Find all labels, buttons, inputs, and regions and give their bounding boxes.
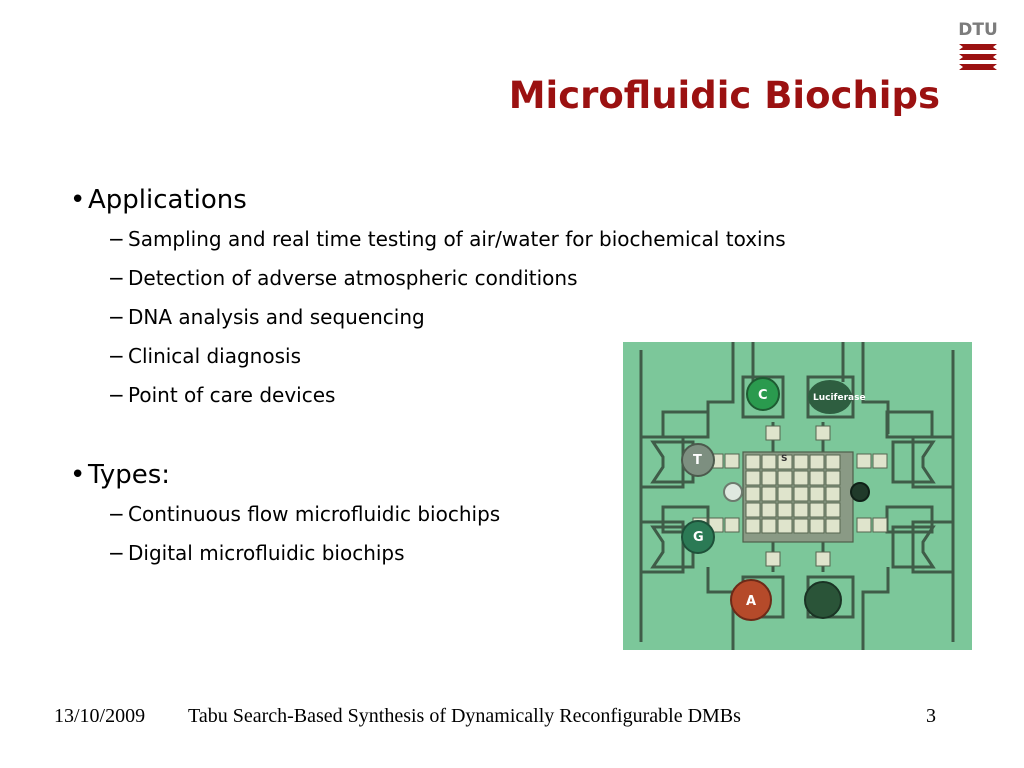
bullet-types: • Types: bbox=[70, 457, 910, 493]
dash-glyph: − bbox=[108, 541, 125, 565]
sub-bullet-text: Sampling and real time testing of air/wa… bbox=[128, 227, 786, 251]
page-number: 3 bbox=[926, 705, 936, 727]
sub-bullet: − Sampling and real time testing of air/… bbox=[108, 224, 910, 254]
slide-title: Microfluidic Biochips bbox=[508, 74, 940, 117]
sub-bullet-text: Clinical diagnosis bbox=[128, 344, 301, 368]
sub-bullet: − Point of care devices bbox=[108, 380, 910, 410]
sub-bullet-text: Detection of adverse atmospheric conditi… bbox=[128, 266, 578, 290]
bullet-label: Applications bbox=[88, 185, 247, 215]
bullet-glyph: • bbox=[70, 460, 86, 490]
chip-label-a: A bbox=[746, 594, 756, 609]
sub-bullet: − Detection of adverse atmospheric condi… bbox=[108, 263, 910, 293]
sub-bullet-text: DNA analysis and sequencing bbox=[128, 305, 425, 329]
chip-label-g: G bbox=[693, 530, 704, 545]
sub-bullet-text: Digital microfluidic biochips bbox=[128, 541, 405, 565]
chip-label-s: S bbox=[781, 454, 787, 464]
logo-waves-icon bbox=[959, 44, 997, 70]
bullet-glyph: • bbox=[70, 185, 86, 215]
chip-label-c: C bbox=[758, 388, 768, 403]
sub-bullet: − Clinical diagnosis bbox=[108, 341, 910, 371]
dash-glyph: − bbox=[108, 383, 125, 407]
chip-label-luciferase: Luciferase bbox=[813, 393, 866, 403]
logo-text: DTU bbox=[958, 20, 998, 40]
chip-label-t: T bbox=[693, 453, 702, 468]
sub-bullet-text: Point of care devices bbox=[128, 383, 336, 407]
sub-bullet-text: Continuous flow microfluidic biochips bbox=[128, 502, 501, 526]
sub-bullet: − Digital microfluidic biochips bbox=[108, 538, 910, 568]
dash-glyph: − bbox=[108, 227, 125, 251]
dash-glyph: − bbox=[108, 344, 125, 368]
dash-glyph: − bbox=[108, 266, 125, 290]
biochip-photo: C Luciferase T S G A bbox=[623, 342, 972, 650]
sub-bullet: − DNA analysis and sequencing bbox=[108, 302, 910, 332]
slide-footer: 13/10/2009 Tabu Search-Based Synthesis o… bbox=[0, 701, 1024, 731]
slide-body: • Applications − Sampling and real time … bbox=[70, 182, 910, 577]
footer-date: 13/10/2009 bbox=[54, 705, 146, 727]
bullet-applications: • Applications bbox=[70, 182, 910, 218]
bullet-label: Types: bbox=[88, 460, 171, 490]
dtu-logo: DTU bbox=[956, 20, 1000, 78]
footer-title: Tabu Search-Based Synthesis of Dynamical… bbox=[188, 705, 741, 727]
dash-glyph: − bbox=[108, 502, 125, 526]
sub-bullet: − Continuous flow microfluidic biochips bbox=[108, 499, 910, 529]
dash-glyph: − bbox=[108, 305, 125, 329]
